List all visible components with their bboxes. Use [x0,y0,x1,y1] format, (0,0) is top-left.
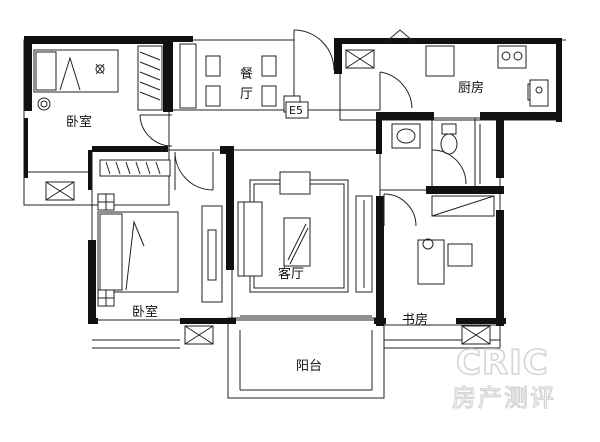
label-bedroom-top: 卧室 [66,114,92,130]
cric-watermark: CRIC 房产测评 [451,342,556,412]
label-dining-2: 厅 [240,87,253,102]
study-furniture [417,195,495,285]
label-bedroom-main: 卧室 [132,304,158,320]
label-balcony: 阳台 [296,359,322,374]
living-room-furniture [237,171,373,293]
bathroom-fixtures [391,123,481,184]
label-living-room: 客厅 [278,266,304,282]
elevator-tag: E5 [289,104,303,117]
elevator-tag-box [285,101,309,119]
dining-table [179,43,301,113]
kitchen-fixtures [425,45,549,107]
bedroom-top-bed [33,45,163,111]
watermark-brand-en: CRIC [456,343,549,383]
walls [24,36,562,326]
label-kitchen: 厨房 [458,80,484,96]
label-dining: 餐 [240,66,253,82]
main-bedroom-furniture [97,159,223,307]
room-labels: 卧室 餐 厅 厨房 卧室 客厅 书房 阳台 E5 [66,66,484,374]
doors [139,29,467,321]
ac-units [45,49,543,345]
label-study: 书房 [402,312,428,328]
watermark-brand-cn: 房产测评 [452,384,556,412]
